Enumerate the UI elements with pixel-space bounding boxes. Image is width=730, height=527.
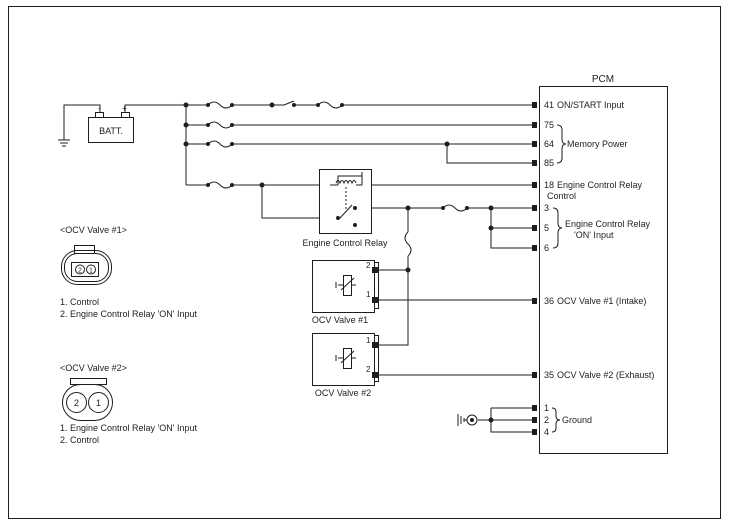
relay-label: Engine Control Relay: [302, 238, 388, 248]
connector2-pin-b: 1: [96, 398, 101, 408]
pcm-pin-64: 64: [544, 139, 554, 149]
battery: BATT. - +: [58, 104, 134, 147]
pcm-module: PCM 41 ON/START Input 75 64 85 Memory Po…: [539, 74, 668, 454]
pcm-pin-41-label: ON/START Input: [557, 100, 625, 110]
pcm-pin-35-label: OCV Valve #2 (Exhaust): [557, 370, 654, 380]
ocv1-pin-bottom: 1: [366, 290, 371, 299]
battery-label: BATT.: [99, 126, 123, 136]
connector1-pin-b: 1: [89, 268, 93, 275]
pcm-pin-1: 1: [544, 403, 549, 413]
pcm-pin-35: 35: [544, 370, 554, 380]
pcm-terminals: [532, 102, 537, 435]
memory-power-label: Memory Power: [567, 139, 628, 149]
pcm-pin-4: 4: [544, 427, 549, 437]
connector2-legend-1: 1. Engine Control Relay 'ON' Input: [60, 423, 198, 433]
engine-control-relay: Engine Control Relay: [302, 169, 388, 248]
pcm-pin-75: 75: [544, 120, 554, 130]
ground-label: Ground: [562, 415, 592, 425]
pcm-pin-5: 5: [544, 223, 549, 233]
ocv2-pin-top: 1: [366, 336, 371, 345]
ocv2-label: OCV Valve #2: [315, 388, 371, 398]
connector1-title: <OCV Valve #1>: [60, 225, 127, 235]
pcm-pin-36: 36: [544, 296, 554, 306]
connector2-title: <OCV Valve #2>: [60, 363, 127, 373]
connector-ocv1: <OCV Valve #1> 2 1 1. Control 2. Engine …: [60, 225, 198, 319]
pcm-pin-3: 3: [544, 203, 549, 213]
pcm-pin-36-label: OCV Valve #1 (Intake): [557, 296, 646, 306]
pcm-pin-18: 18: [544, 180, 554, 190]
relay-on-input-label: Engine Control Relay: [565, 219, 651, 229]
ocv1-pin-top: 2: [366, 261, 371, 270]
pcm-title: PCM: [592, 74, 614, 85]
pcm-pin-2: 2: [544, 415, 549, 425]
connector2-pin-a: 2: [74, 398, 79, 408]
pcm-pin-85: 85: [544, 158, 554, 168]
pcm-pin-18-label: Engine Control Relay: [557, 180, 643, 190]
ocv-valve-1: 2 1 OCV Valve #1: [312, 260, 379, 325]
pcm-pin-41: 41: [544, 100, 554, 110]
wires: [124, 100, 532, 433]
pcm-pin-18-label-2: Control: [547, 191, 576, 201]
pcm-pin-6: 6: [544, 243, 549, 253]
page-frame: [8, 6, 721, 519]
junction-dots: [183, 102, 494, 423]
connector1-legend-1: 1. Control: [60, 297, 99, 307]
connector-ocv2: <OCV Valve #2> 2 1 1. Engine Control Rel…: [60, 363, 198, 445]
ocv-valve-2: 1 2 OCV Valve #2: [312, 333, 379, 398]
connector1-pin-a: 2: [78, 268, 82, 275]
connector2-legend-2: 2. Control: [60, 435, 99, 445]
relay-on-input-label-2: 'ON' Input: [574, 230, 614, 240]
braces: [551, 124, 567, 433]
ocv2-pin-bottom: 2: [366, 365, 371, 374]
ground-symbol: [457, 414, 478, 426]
connector1-legend-2: 2. Engine Control Relay 'ON' Input: [60, 309, 198, 319]
ocv1-label: OCV Valve #1: [312, 315, 368, 325]
